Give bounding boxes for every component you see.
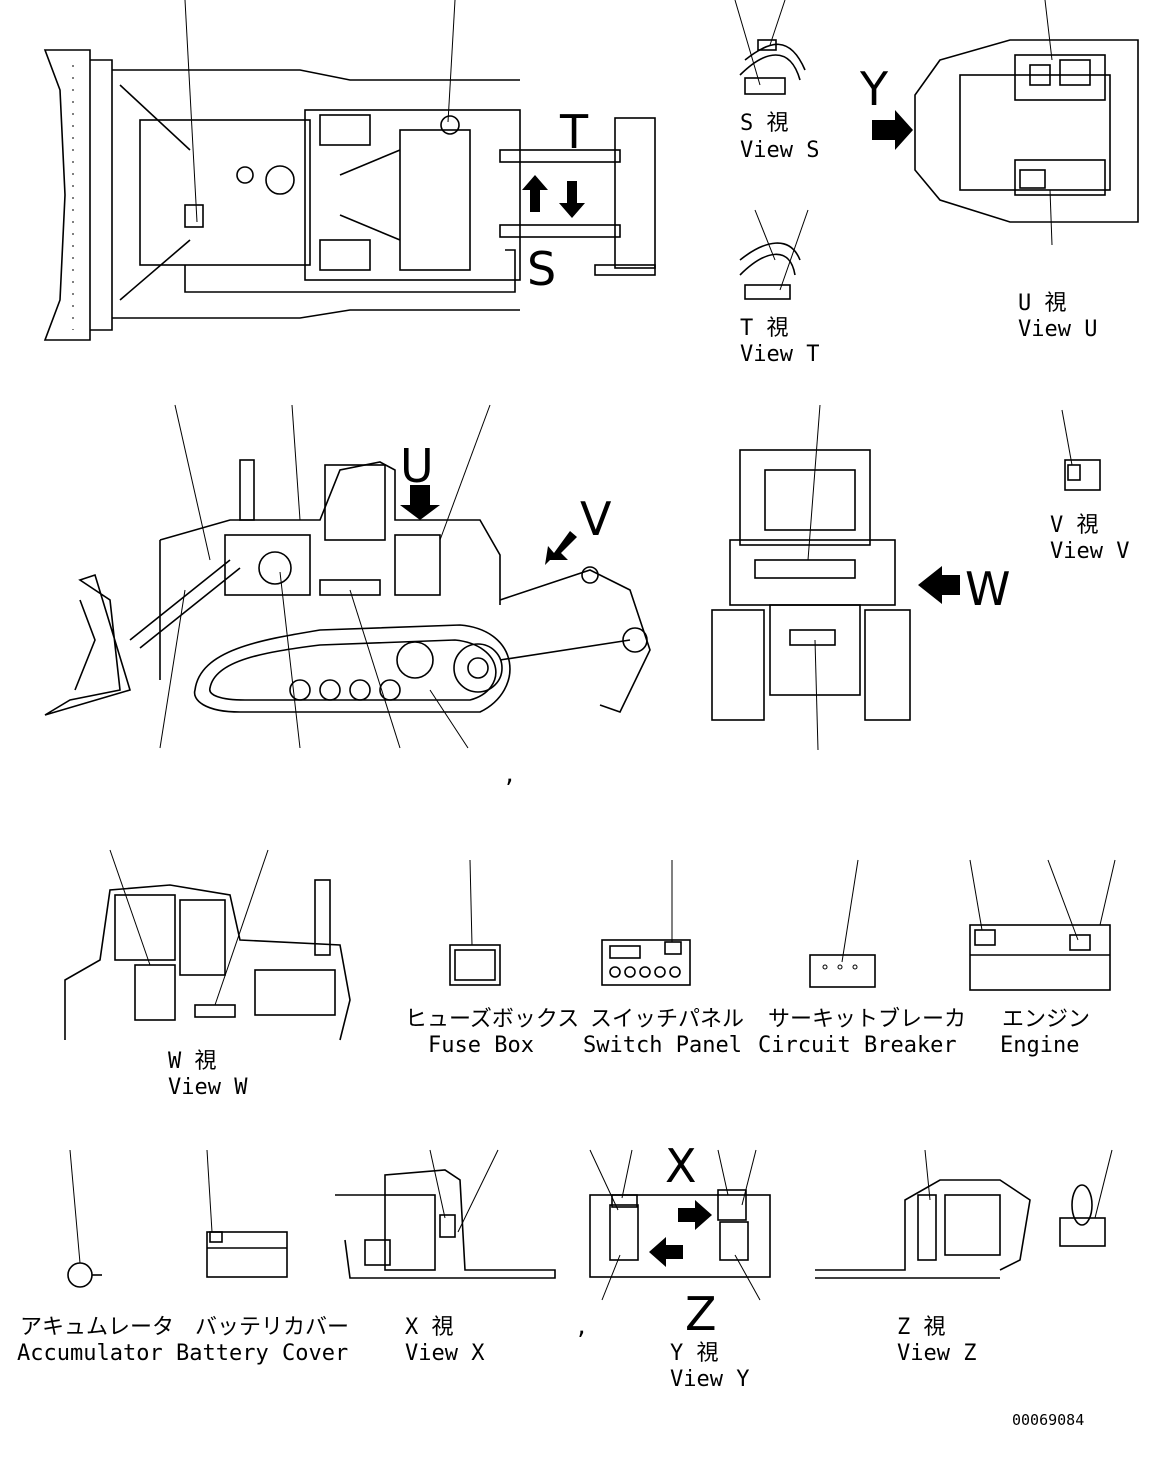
view-y-label-en: View Y	[670, 1367, 749, 1392]
view-letter-u: U	[400, 439, 434, 493]
view-letter-y-top: Y	[859, 62, 889, 116]
circuit-breaker-label-jp: サーキットブレーカ	[768, 1007, 966, 1032]
engine-label-jp: エンジン	[1002, 1007, 1090, 1032]
view-x-label-en: View X	[405, 1341, 485, 1366]
view-z-detail	[815, 1149, 1113, 1279]
view-letter-z: Z	[685, 1287, 717, 1341]
view-y-detail	[589, 1149, 771, 1301]
engine-detail	[969, 859, 1116, 991]
view-z-label-jp: Z 視	[897, 1315, 946, 1340]
accumulator-detail	[67, 1149, 102, 1288]
view-v-detail	[1061, 409, 1101, 491]
view-t-label-jp: T 視	[740, 316, 789, 341]
view-v-label-jp: V 視	[1050, 513, 1099, 538]
drawing-number: 00069084	[1012, 1411, 1084, 1429]
fuse-box-label-jp: ヒューズボックス	[405, 1007, 579, 1032]
comma-mark-1: ,	[503, 763, 516, 788]
comma-mark-2: ,	[575, 1315, 588, 1340]
view-x-detail	[335, 1149, 556, 1279]
view-letter-t: T	[559, 105, 589, 159]
view-t-detail	[739, 209, 809, 300]
view-s-label-jp: S 視	[740, 111, 789, 136]
circuit-breaker-label-en: Circuit Breaker	[758, 1033, 957, 1058]
view-u-detail	[872, 0, 1139, 246]
view-y-label-jp: Y 視	[670, 1341, 719, 1366]
switch-panel-label-jp: スイッチパネル	[590, 1007, 744, 1032]
view-s-label-en: View S	[740, 138, 819, 163]
view-w-label-jp: W 視	[168, 1049, 217, 1074]
fuse-box-label-en: Fuse Box	[428, 1033, 534, 1058]
view-letter-s: S	[527, 242, 556, 296]
view-letter-x: X	[665, 1139, 697, 1193]
view-u-label-en: View U	[1018, 317, 1097, 342]
battery-cover-label-en: Battery Cover	[176, 1341, 348, 1366]
switch-panel-label-en: Switch Panel	[583, 1033, 742, 1058]
side-view	[44, 404, 651, 749]
view-letter-v: V	[580, 492, 612, 546]
view-w-detail	[64, 849, 351, 1041]
view-s-detail	[734, 0, 806, 95]
accumulator-label-jp: アキュムレータ	[20, 1315, 174, 1340]
engine-label-en: Engine	[1000, 1033, 1079, 1058]
battery-cover-label-jp: バッテリカバー	[195, 1315, 349, 1340]
circuit-breaker-detail	[809, 859, 876, 988]
switch-panel-detail	[601, 860, 691, 986]
fuse-box-detail	[449, 859, 501, 986]
rear-view	[711, 404, 960, 751]
view-v-label-en: View V	[1050, 539, 1129, 564]
view-x-label-jp: X 視	[405, 1315, 454, 1340]
view-letter-w: W	[965, 562, 1010, 616]
view-w-label-en: View W	[168, 1075, 248, 1100]
top-plan-view	[43, 0, 656, 341]
view-u-label-jp: U 視	[1018, 291, 1067, 316]
view-z-label-en: View Z	[897, 1341, 976, 1366]
accumulator-label-en: Accumulator	[17, 1341, 163, 1366]
view-t-label-en: View T	[740, 342, 819, 367]
battery-cover-detail	[206, 1149, 288, 1278]
